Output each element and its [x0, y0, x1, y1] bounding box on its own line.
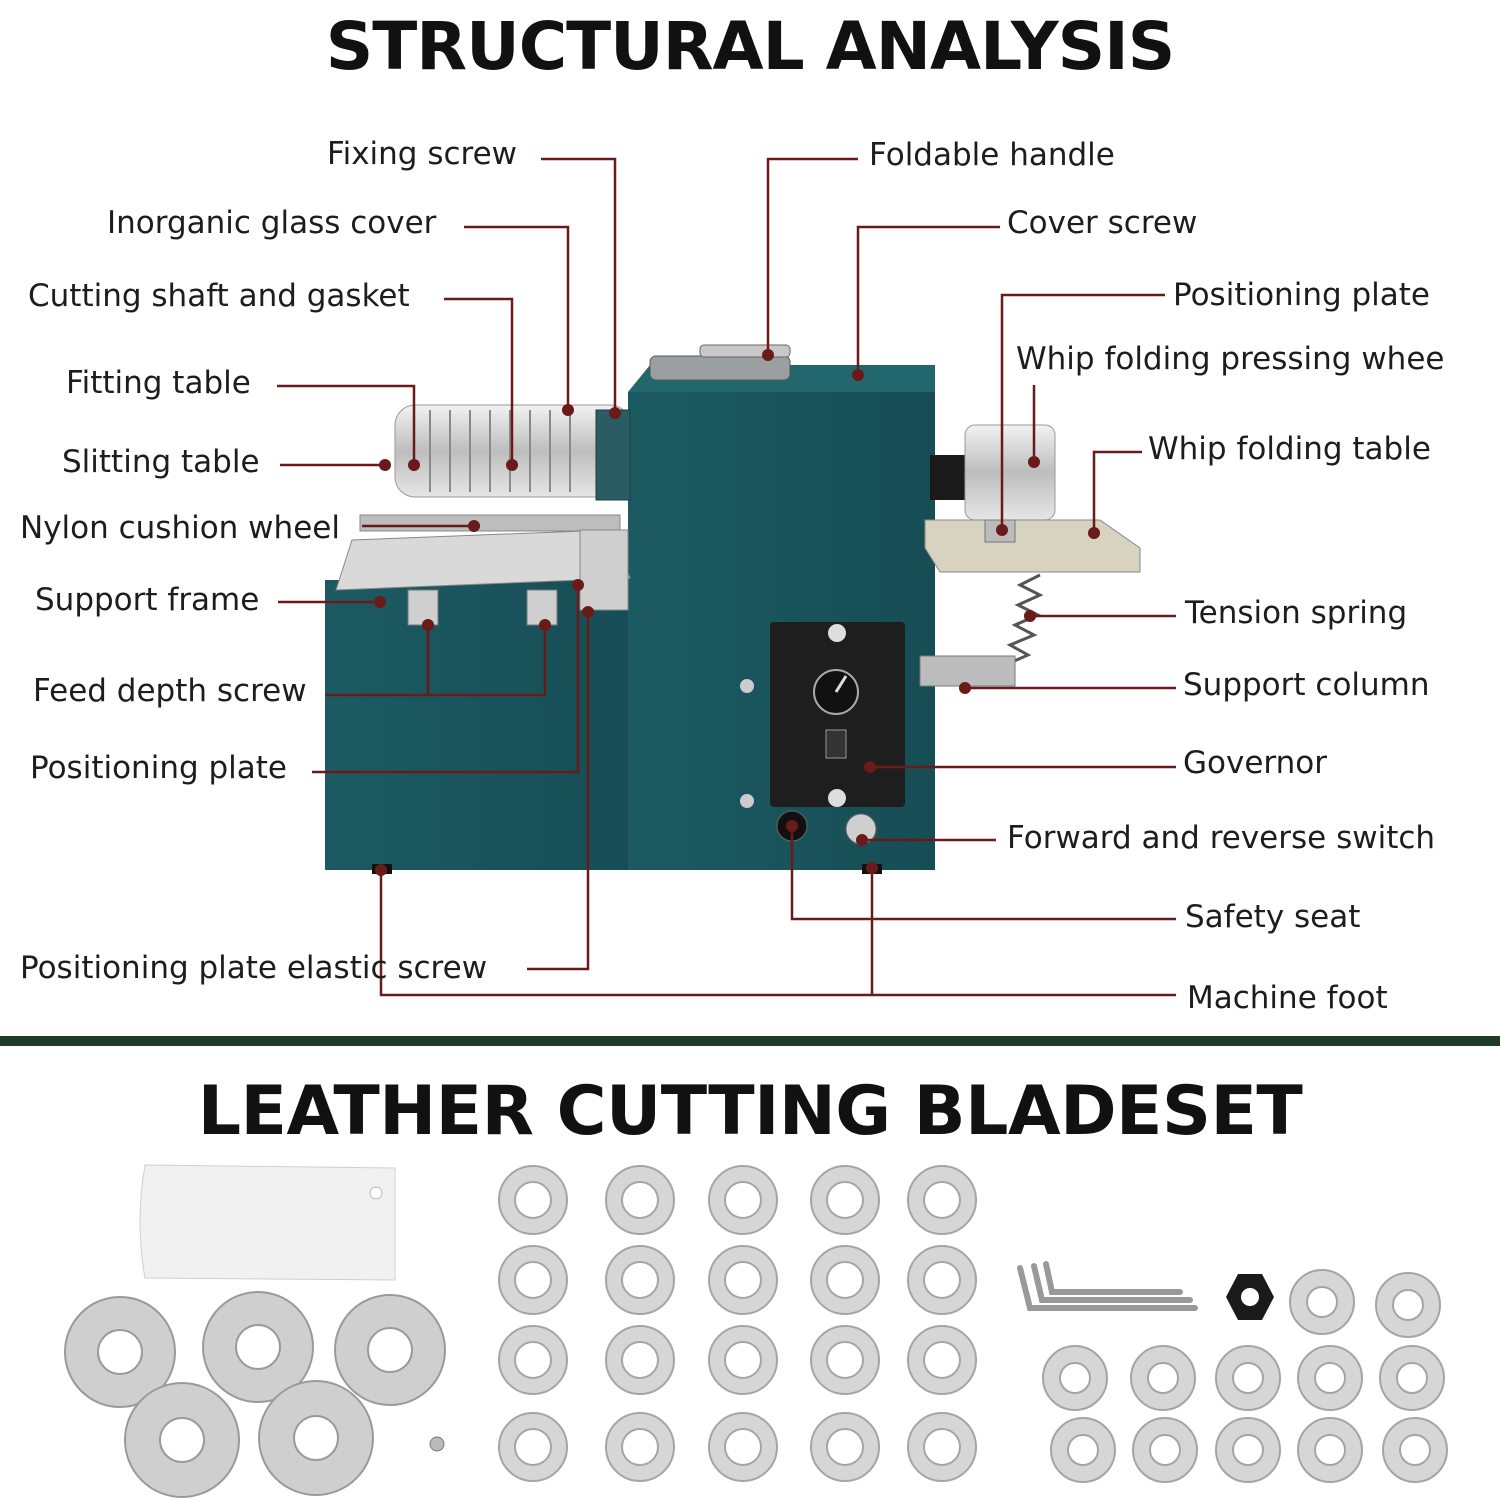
label-slitting-table: Slitting table: [62, 444, 260, 480]
machine-illustration: [325, 344, 1141, 874]
leader-elastic-screw: [527, 612, 590, 971]
leader-safety-seat: [790, 826, 1176, 921]
label-safety-seat: Safety seat: [1185, 899, 1361, 935]
label-whip-folding-table: Whip folding table: [1148, 431, 1431, 467]
washer-hole: [1232, 1362, 1264, 1394]
leader-feed-depth-b: [428, 625, 547, 697]
label-positioning-plate-elastic-screw: Positioning plate elastic screw: [20, 950, 488, 986]
leader-cutting-shaft: [444, 297, 514, 465]
washer-hole: [724, 1181, 762, 1219]
leader-lines: [277, 157, 1176, 997]
leader-dots: [374, 349, 1100, 876]
washer-hole: [923, 1261, 961, 1299]
label-forward-and-reverse-switch: Forward and reverse switch: [1007, 820, 1436, 856]
label-feed-depth-screw: Feed depth screw: [33, 673, 307, 709]
washer-hole: [1067, 1434, 1099, 1466]
label-inorganic-glass-cover: Inorganic glass cover: [107, 205, 437, 241]
glass-cover-part: [139, 1164, 396, 1281]
leader-positioning-plate-right: [1000, 293, 1165, 530]
motor-shaft: [930, 455, 970, 500]
structural-analysis-title: STRUCTURAL ANALYSIS: [325, 8, 1176, 85]
support-column-shape: [919, 655, 1016, 687]
washer-hole: [923, 1181, 961, 1219]
washer-hole: [724, 1341, 762, 1379]
slitting-table-shape: [335, 529, 631, 591]
leader-cover-screw: [856, 225, 1000, 375]
washer-hole: [826, 1261, 864, 1299]
label-cutting-shaft-and-gasket: Cutting shaft and gasket: [28, 278, 410, 314]
washer-hole: [724, 1428, 762, 1466]
bladeset-illustration: [64, 1164, 1448, 1498]
washer-hole: [621, 1261, 659, 1299]
leader-whip-table: [1092, 450, 1142, 533]
washer-hole: [514, 1181, 552, 1219]
leader-machine-foot: [379, 870, 1176, 997]
bladeset-title: LEATHER CUTTING BLADESET: [197, 1072, 1303, 1151]
washer-hole: [1149, 1434, 1181, 1466]
label-positioning-plate-left: Positioning plate: [30, 750, 288, 786]
label-whip-folding-pressing-wheel: Whip folding pressing whee: [1016, 341, 1445, 377]
leader-foldable-handle: [766, 157, 858, 355]
washer-hole: [826, 1181, 864, 1219]
whip-folding-table-shape: [924, 519, 1141, 573]
right-washers: [1042, 1269, 1448, 1483]
pressing-wheel-shape: [964, 424, 1056, 521]
hex-keys-part: [1017, 1261, 1198, 1311]
leader-glass-cover: [464, 225, 570, 410]
small-screw-part: [429, 1436, 445, 1452]
washer-hole: [1314, 1434, 1346, 1466]
machine-lower-body: [325, 580, 645, 870]
washer-grid: [498, 1165, 977, 1482]
label-fixing-screw: Fixing screw: [327, 136, 518, 172]
tension-spring-shape: [1004, 573, 1044, 667]
washer-hole: [1399, 1434, 1431, 1466]
washer-hole: [724, 1261, 762, 1299]
washer-hole: [826, 1341, 864, 1379]
washer-hole: [1396, 1362, 1428, 1394]
label-support-column: Support column: [1183, 667, 1430, 703]
washer-hole: [1232, 1434, 1264, 1466]
washer-hole: [1059, 1362, 1091, 1394]
washer-hole: [621, 1341, 659, 1379]
label-positioning-plate-right: Positioning plate: [1173, 277, 1431, 313]
washer-hole: [1314, 1362, 1346, 1394]
washer-hole: [923, 1428, 961, 1466]
washer-hole: [514, 1428, 552, 1466]
washer-hole: [621, 1428, 659, 1466]
label-tension-spring: Tension spring: [1185, 595, 1408, 631]
washer-hole: [923, 1341, 961, 1379]
washer-hole: [826, 1428, 864, 1466]
leader-fixing-screw: [541, 157, 617, 413]
label-foldable-handle: Foldable handle: [869, 137, 1115, 173]
washer-hole: [621, 1181, 659, 1219]
washer-hole: [1392, 1289, 1424, 1321]
washer-hole: [1147, 1362, 1179, 1394]
washer-hole: [514, 1261, 552, 1299]
label-fitting-table: Fitting table: [66, 365, 251, 401]
section-divider: [0, 1036, 1500, 1046]
washer-hole: [1306, 1286, 1338, 1318]
label-cover-screw: Cover screw: [1007, 205, 1198, 241]
round-blades: [64, 1291, 446, 1498]
washer-hole: [514, 1341, 552, 1379]
label-nylon-cushion-wheel: Nylon cushion wheel: [20, 510, 340, 546]
label-governor: Governor: [1183, 745, 1327, 781]
leader-positioning-plate-left: [312, 585, 580, 774]
leader-fitting-table: [277, 384, 416, 465]
label-support-frame: Support frame: [35, 582, 260, 618]
label-machine-foot: Machine foot: [1187, 980, 1388, 1016]
